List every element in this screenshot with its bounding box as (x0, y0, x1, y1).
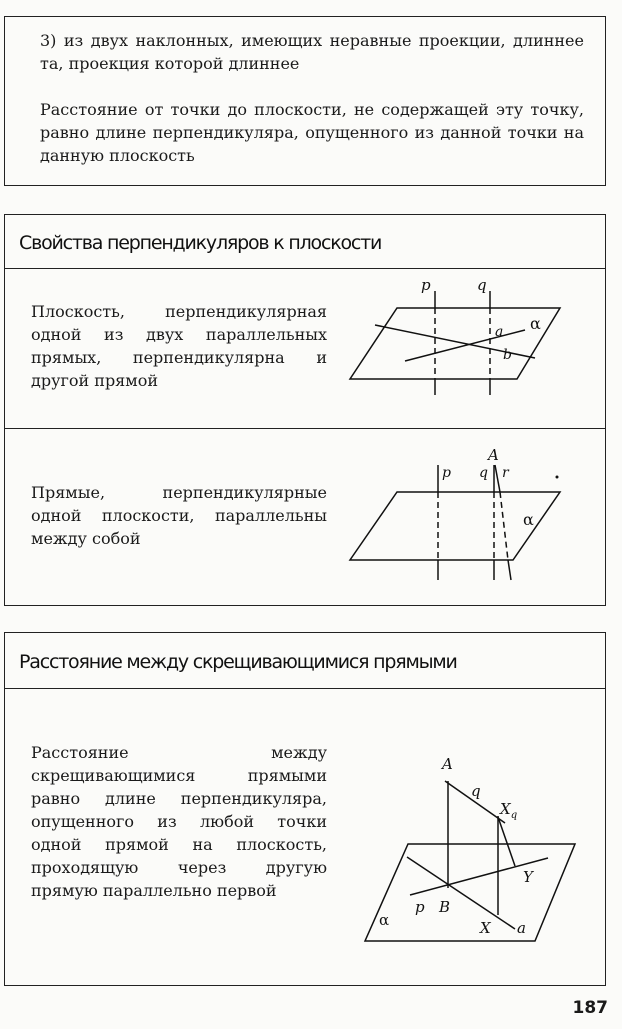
label-q: q (479, 465, 488, 481)
theorem-box: 3) из двух наклонных, имеющих неравные п… (4, 16, 606, 186)
section-title: Свойства перпендикуляров к плоскости (5, 215, 605, 269)
line-a (406, 856, 516, 930)
figure-skew-lines-distance: A q Xq Y α p B X a (363, 755, 577, 942)
label-b: b (503, 347, 512, 363)
label-a: a (517, 919, 526, 937)
plane-alpha (363, 843, 577, 942)
line-b (374, 324, 536, 359)
plane-alpha (348, 307, 562, 380)
figure-lines-perpendicular-plane: A p q r α (348, 446, 562, 581)
label-alpha: α (523, 510, 534, 529)
label-a: a (495, 324, 503, 340)
property-parallel-lines-text: Плоскость, перпендикулярная одной из дву… (31, 302, 327, 390)
row-divider (5, 428, 605, 429)
label-q: q (477, 276, 487, 294)
line-a (404, 329, 526, 362)
point-plane-distance-definition: Расстояние от точки до плоскости, не сод… (40, 100, 584, 165)
segment-Xq-Y (497, 816, 516, 867)
section-title: Расстояние между скрещивающимися прямыми (5, 633, 605, 689)
label-p: p (421, 276, 431, 294)
inclined-lines-item-3: 3) из двух наклонных, имеющих неравные п… (40, 31, 584, 73)
skew-lines-distance-text: Расстояние между скрещивающимися прямыми… (31, 743, 327, 900)
stray-dot (555, 475, 559, 479)
line-q (444, 780, 506, 824)
property-perpendicular-lines-text: Прямые, перпендикулярные одной плоскости… (31, 483, 327, 548)
label-Y: Y (523, 868, 535, 886)
label-p: p (442, 465, 451, 481)
label-r: r (502, 465, 510, 481)
plane-alpha (348, 491, 562, 561)
label-B: B (438, 898, 450, 916)
label-A: A (440, 755, 453, 773)
label-Xq: Xq (499, 800, 517, 821)
label-p: p (415, 898, 425, 916)
perpendiculars-properties-box: Свойства перпендикуляров к плоскости Пло… (4, 214, 606, 606)
line-p (409, 857, 549, 896)
label-X: X (479, 919, 492, 937)
label-A: A (486, 446, 499, 464)
label-alpha: α (530, 314, 541, 333)
label-q: q (471, 782, 481, 800)
skew-lines-distance-box: Расстояние между скрещивающимися прямыми… (4, 632, 606, 986)
page-number: 187 (572, 998, 609, 1018)
label-alpha: α (379, 911, 389, 929)
figure-plane-perpendicular-parallel-lines: p q a b α (348, 276, 562, 395)
